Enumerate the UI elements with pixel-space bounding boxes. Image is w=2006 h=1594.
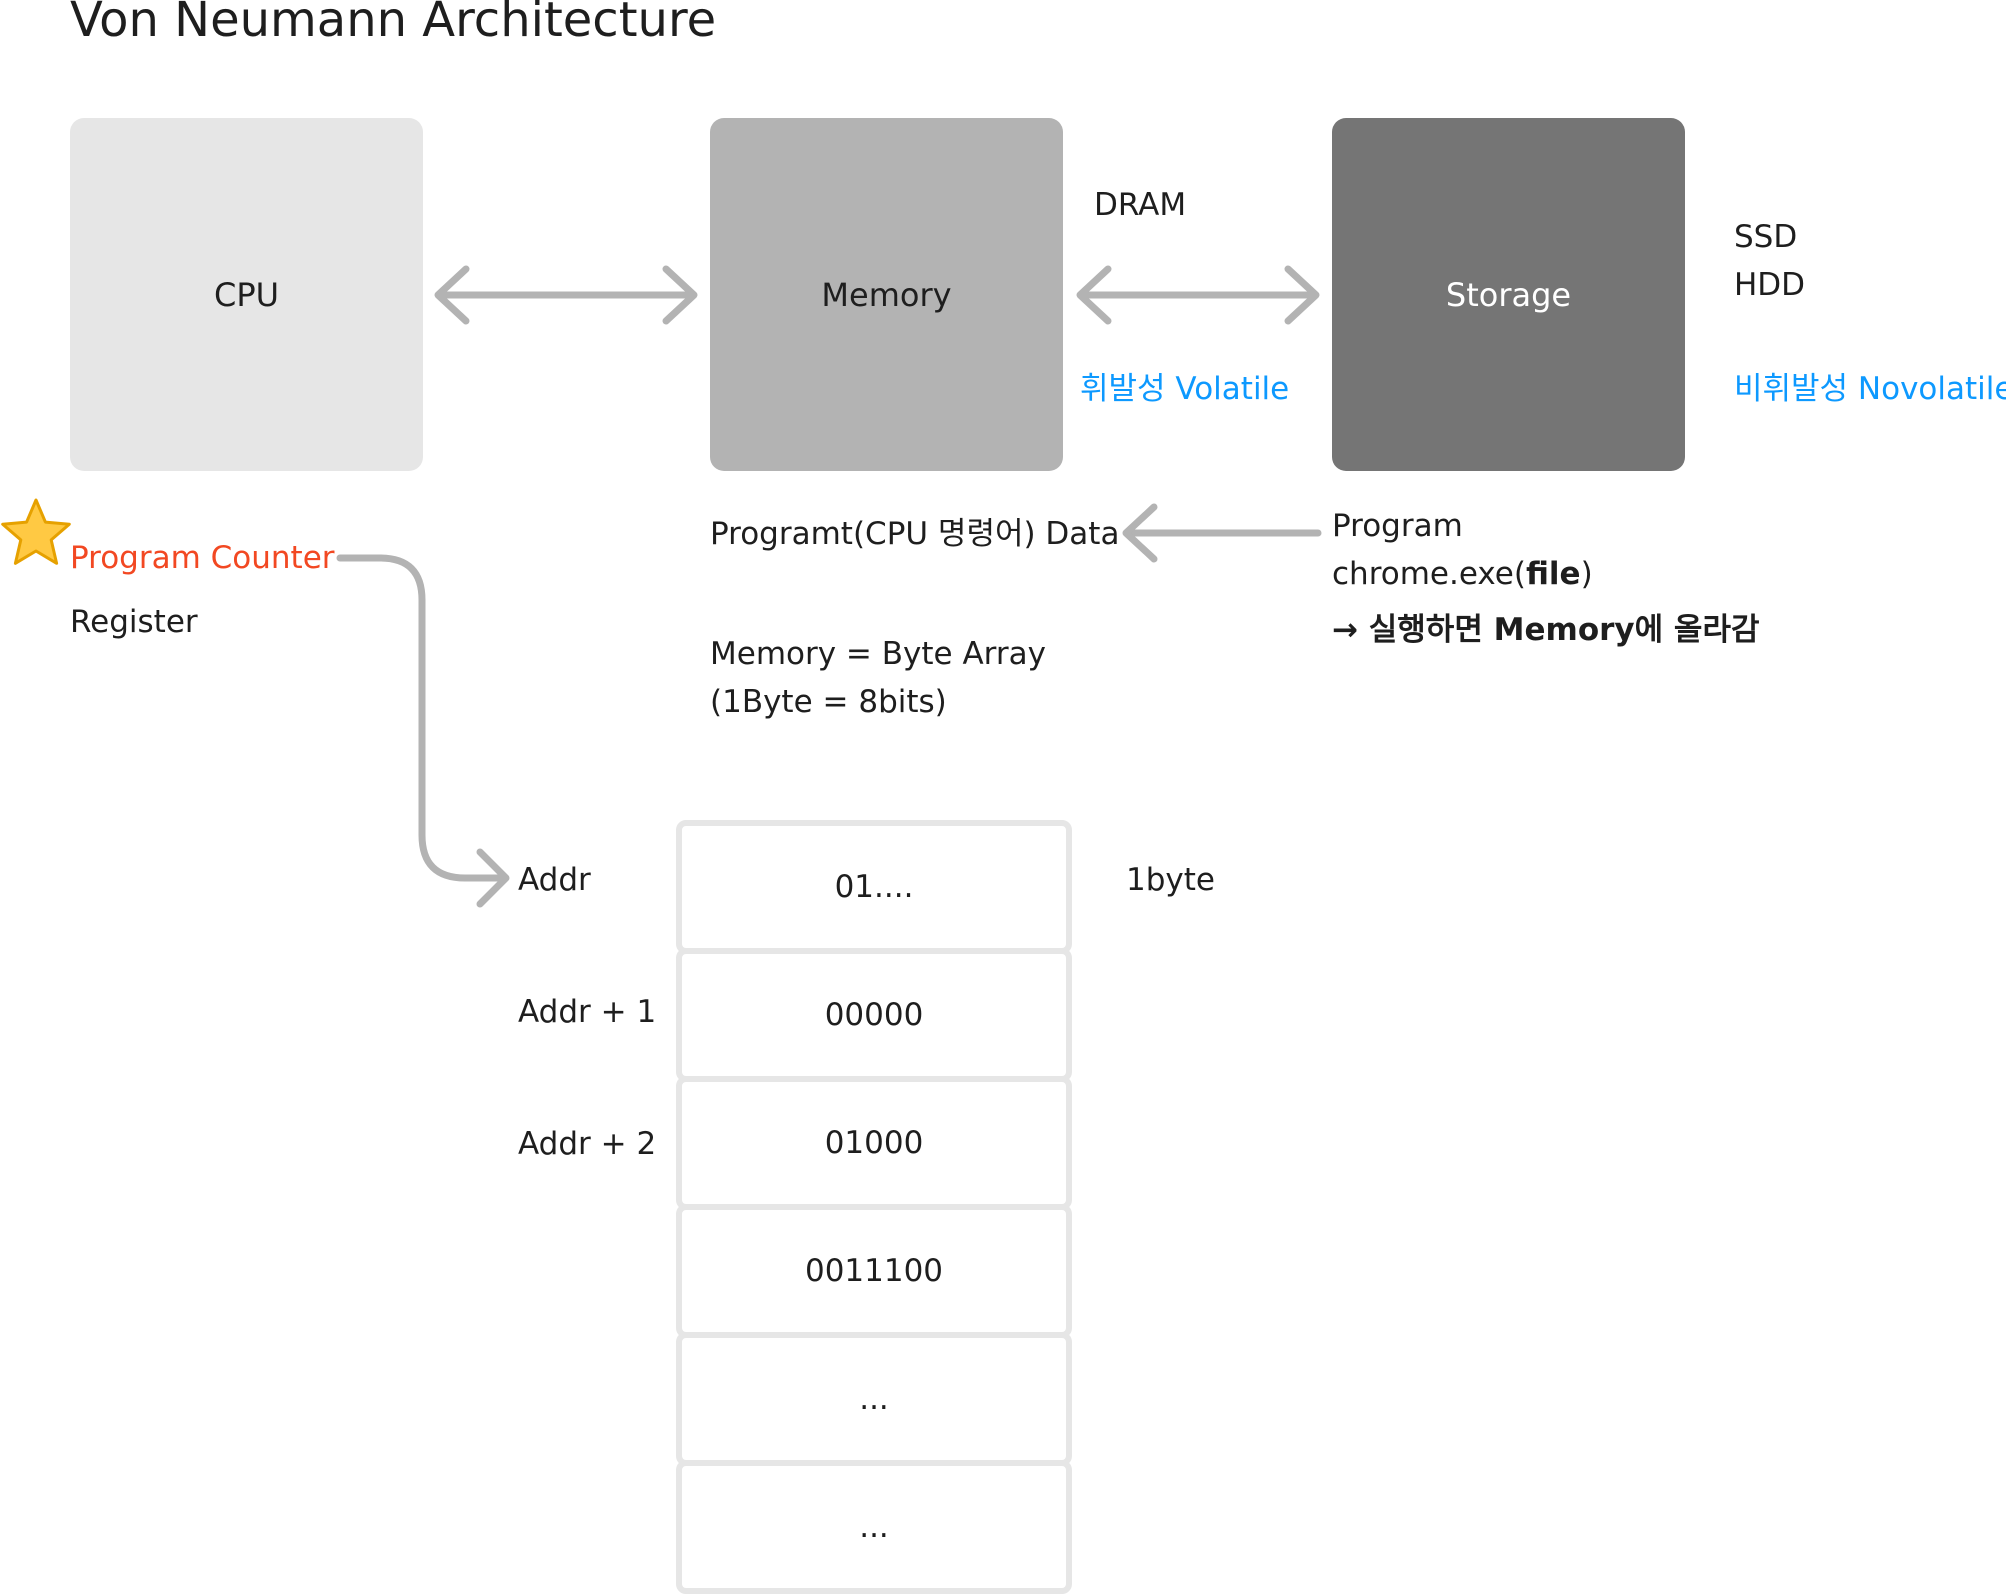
file-close-text: ) bbox=[1580, 556, 1593, 592]
address-label-0: Addr bbox=[518, 862, 591, 898]
memory-cell-value: 01000 bbox=[824, 1125, 924, 1161]
memory-cell-1: 00000 bbox=[676, 948, 1072, 1082]
storage-ssd-label: SSD bbox=[1734, 219, 1798, 255]
byte-size-label: (1Byte = 8bits) bbox=[710, 684, 947, 720]
storage-hdd-label: HDD bbox=[1734, 267, 1806, 303]
cpu-memory-arrow bbox=[434, 265, 698, 325]
memory-label: Memory bbox=[821, 275, 952, 314]
memory-volatility-label: 휘발성 Volatile bbox=[1080, 371, 1290, 407]
memory-box: Memory bbox=[710, 118, 1063, 471]
storage-box: Storage bbox=[1332, 118, 1685, 471]
storage-file-label: chrome.exe(file) bbox=[1332, 556, 1593, 592]
address-label-2: Addr + 2 bbox=[518, 1126, 657, 1162]
memory-cell-0: 01.... bbox=[676, 820, 1072, 954]
storage-volatility-label: 비휘발성 Novolatile bbox=[1734, 371, 2006, 407]
program-counter-label: Program Counter bbox=[70, 540, 335, 576]
memory-cell-value: 00000 bbox=[824, 997, 924, 1033]
page-title: Von Neumann Architecture bbox=[70, 0, 717, 48]
memory-cell-value: 01.... bbox=[834, 869, 914, 905]
register-label: Register bbox=[70, 604, 198, 640]
storage-run-note: → 실행하면 Memory에 올라감 bbox=[1332, 612, 1760, 648]
memory-cell-value: ... bbox=[859, 1381, 889, 1417]
cell-size-label: 1byte bbox=[1126, 862, 1215, 898]
memory-cell-5: ... bbox=[676, 1460, 1072, 1594]
memory-cell-value: ... bbox=[859, 1509, 889, 1545]
file-name-text: chrome.exe( bbox=[1332, 556, 1526, 592]
star-icon bbox=[1, 498, 71, 565]
byte-array-label: Memory = Byte Array bbox=[710, 636, 1046, 672]
cpu-box: CPU bbox=[70, 118, 423, 471]
cpu-label: CPU bbox=[213, 275, 280, 314]
memory-type-label: DRAM bbox=[1094, 187, 1187, 223]
storage-program-label: Program bbox=[1332, 508, 1463, 544]
memory-storage-arrow bbox=[1076, 265, 1320, 325]
program-data-label: Programt(CPU 명령어) Data bbox=[710, 516, 1120, 552]
memory-cell-3: 0011100 bbox=[676, 1204, 1072, 1338]
memory-cell-value: 0011100 bbox=[804, 1253, 944, 1289]
address-label-1: Addr + 1 bbox=[518, 994, 657, 1030]
storage-label: Storage bbox=[1445, 275, 1572, 314]
program-counter-to-addr-arrow bbox=[336, 554, 510, 908]
memory-cell-4: ... bbox=[676, 1332, 1072, 1466]
file-bold-text: file bbox=[1525, 556, 1581, 592]
storage-to-memory-arrow bbox=[1122, 503, 1322, 563]
